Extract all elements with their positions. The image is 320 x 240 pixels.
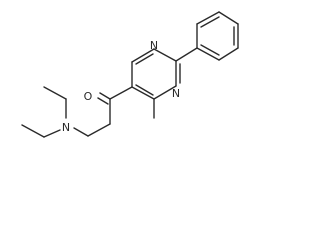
amine-nitrogen-atom: N [62,121,70,134]
pyrimidine-ring [131,47,198,100]
phenyl-ring [196,11,239,61]
ring-nitrogen-bottom-atom: N [172,87,180,100]
ring-nitrogen-top-atom: N [150,39,158,52]
oxygen-atom: O [84,90,93,103]
propyl-chain [73,98,111,137]
ethyl-groups [21,86,67,138]
ketone-group [97,86,133,105]
molecule-structure: O N N N [21,11,239,138]
